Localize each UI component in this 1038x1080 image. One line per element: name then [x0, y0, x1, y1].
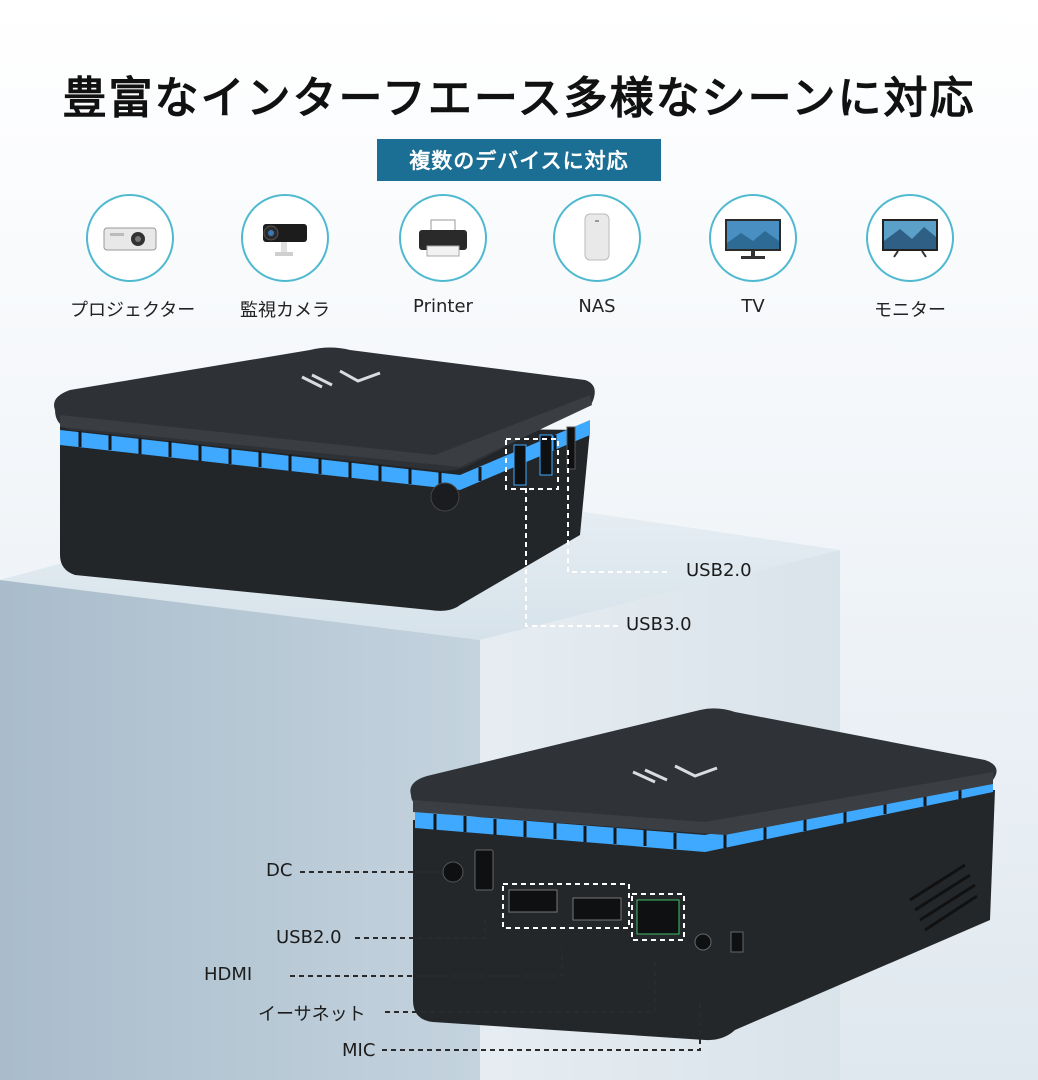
- device-label: モニター: [874, 300, 946, 321]
- printer-icon: [399, 194, 487, 282]
- device-monitor: モニター: [850, 194, 970, 322]
- top-usb3-label: USB3.0: [626, 614, 692, 635]
- device-camera: 監視カメラ: [225, 194, 345, 322]
- projector-icon: [86, 194, 174, 282]
- monitor-icon: [866, 194, 954, 282]
- top-callout-lines: [525, 450, 670, 627]
- mini-pc-bottom: [410, 708, 997, 1041]
- bottom-callout-lines: [290, 871, 701, 1051]
- device-label: プロジェクター: [70, 300, 196, 321]
- hdmi-label: HDMI: [204, 964, 253, 985]
- camera-icon: [241, 194, 329, 282]
- device-label: TV: [741, 296, 765, 317]
- mic-label: MIC: [342, 1040, 376, 1061]
- device-printer: Printer: [383, 194, 503, 317]
- device-label: 監視カメラ: [240, 300, 330, 321]
- device-tv: TV: [693, 194, 813, 317]
- device-projector: プロジェクター: [70, 194, 196, 322]
- pedestal-left: [0, 580, 480, 1080]
- mini-pc-top: [54, 347, 595, 611]
- bottom-usb2-label: USB2.0: [276, 927, 342, 948]
- compatibility-tag: 複数のデバイスに対応: [377, 139, 661, 181]
- top-usb2-label: USB2.0: [686, 560, 752, 581]
- tv-icon: [709, 194, 797, 282]
- device-label: Printer: [413, 296, 473, 317]
- ethernet-label: イーサネット: [258, 1004, 366, 1025]
- device-label: NAS: [578, 296, 616, 317]
- headline: 豊富なインターフエース多様なシーンに対応: [62, 73, 976, 124]
- nas-icon: [553, 194, 641, 282]
- dc-label: DC: [266, 860, 293, 881]
- device-nas: NAS: [537, 194, 657, 317]
